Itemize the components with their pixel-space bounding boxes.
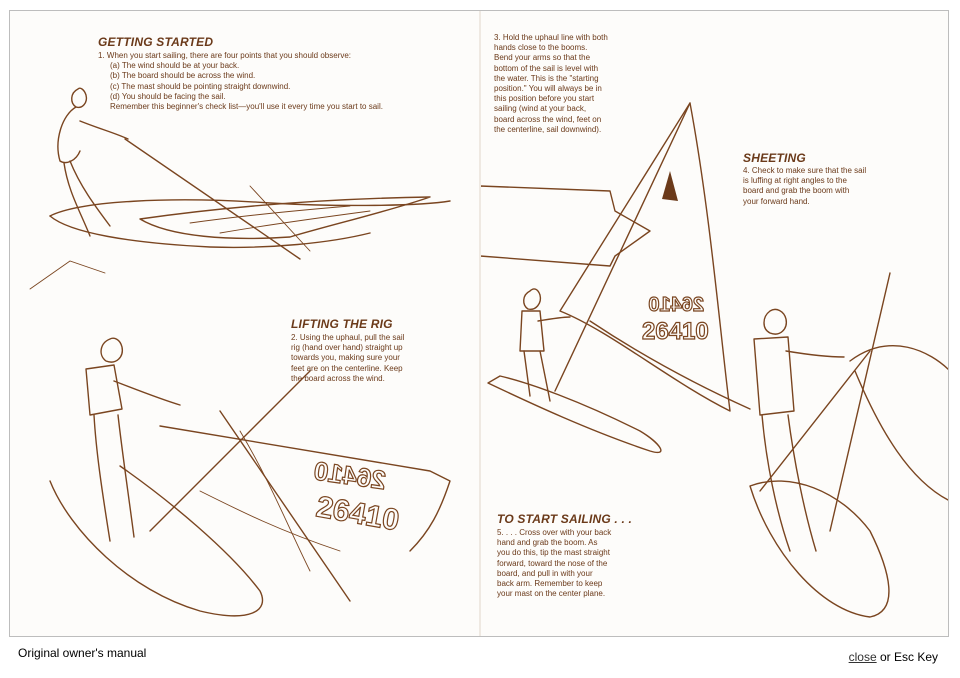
sail-number-2: 26410 xyxy=(642,318,709,345)
close-link[interactable]: close xyxy=(848,650,877,664)
sail-number: 26410 xyxy=(314,490,402,537)
sail-logo-icon xyxy=(662,171,678,201)
close-hint: or Esc Key xyxy=(876,650,938,664)
sail-number-mirrored-2: 26410 xyxy=(648,294,704,316)
heading-getting-started: GETTING STARTED xyxy=(98,35,214,49)
heading-sheeting: SHEETING xyxy=(743,151,806,165)
to-start-sailing-text: 5. . . . Cross over with your back hand … xyxy=(497,528,612,599)
close-area: close or Esc Key xyxy=(849,650,938,664)
sheeting-text: 4. Check to make sure that the sail is l… xyxy=(743,166,867,206)
getting-started-intro: 1. When you start sailing, there are fou… xyxy=(98,51,352,60)
illustration-getting-started xyxy=(29,87,451,290)
heading-lifting-the-rig: LIFTING THE RIG xyxy=(291,317,393,331)
getting-started-text: 1. When you start sailing, there are fou… xyxy=(98,51,458,112)
getting-started-point-d: (d) You should be facing the sail. xyxy=(110,91,226,101)
step-three-text: 3. Hold the uphaul line with both hands … xyxy=(494,33,608,134)
illustration-sheeting xyxy=(749,272,948,618)
getting-started-point-c: (c) The mast should be pointing straight… xyxy=(110,81,291,91)
illustration-starting-position: 26410 26410 xyxy=(479,102,751,454)
lifting-the-rig-text: 2. Using the uphaul, pull the sail rig (… xyxy=(291,333,405,383)
manual-image: 26410 26410 26410 26410 xyxy=(9,10,949,637)
getting-started-point-a: (a) The wind should be at your back. xyxy=(110,61,240,71)
getting-started-point-b: (b) The board should be across the wind. xyxy=(110,71,256,81)
getting-started-reminder: Remember this beginner's check list—you'… xyxy=(110,102,383,112)
image-caption: Original owner's manual xyxy=(18,646,147,660)
windsurfing-illustration: 26410 26410 26410 26410 xyxy=(29,11,948,636)
heading-to-start-sailing: TO START SAILING . . . xyxy=(497,512,633,526)
